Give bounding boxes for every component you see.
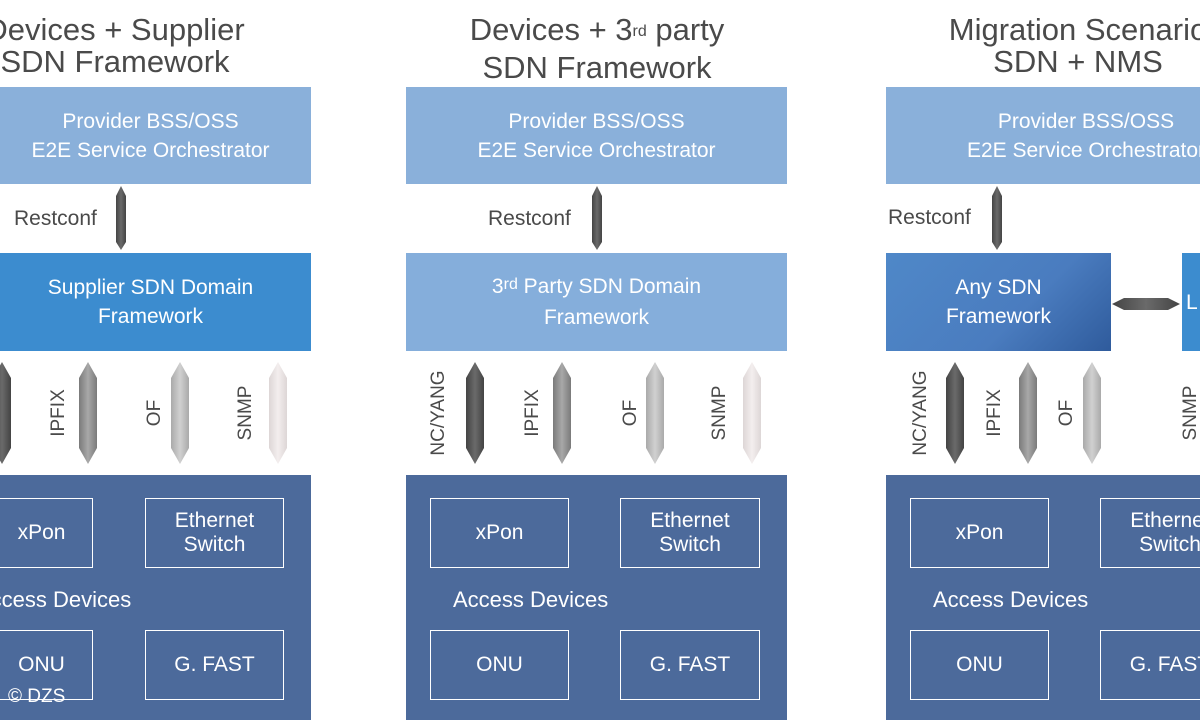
p2-arrow-ipfix	[553, 362, 571, 464]
p2-bss-line2: E2E Service Orchestrator	[477, 138, 716, 162]
p3-sdn-box: Any SDN Framework	[886, 253, 1111, 351]
p3-title-line1: Migration Scenario	[948, 12, 1200, 47]
p1-arrow-ipfix	[79, 362, 97, 464]
p1-proto-ipfix: IPFIX	[48, 389, 69, 437]
p3-device-onu: ONU	[910, 630, 1049, 700]
p2-proto-ipfix: IPFIX	[522, 389, 543, 437]
p1-restconf-label: Restconf	[14, 207, 97, 230]
p3-proto-snmp: SNMP	[1180, 385, 1200, 441]
p1-device-ethernet-switch: Ethernet Switch	[145, 498, 284, 568]
p2-device-eth-line2: Switch	[659, 533, 721, 556]
p1-bss-box: Provider BSS/OSS E2E Service Orchestrato…	[0, 87, 311, 184]
copyright-label: © DZS	[8, 686, 66, 707]
p2-device-xpon-label: xPon	[475, 521, 524, 544]
p1-title-line2: SDN Framework	[0, 44, 230, 79]
p1-device-onu: ONU	[0, 630, 93, 700]
p1-proto-of: OF	[144, 399, 165, 427]
p1-access-devices-panel: xPon Ethernet Switch Access Devices ONU …	[0, 475, 311, 720]
p2-device-eth-line1: Ethernet	[650, 509, 730, 532]
p3-access-devices-panel: xPon Ethernet Switch Access Devices ONU …	[886, 475, 1200, 720]
p2-sdn-pre: 3	[491, 275, 504, 298]
p3-title: Migration Scenario SDN + NMS	[868, 14, 1200, 78]
p3-arrow-of	[1083, 362, 1101, 464]
p2-bss-line1: Provider BSS/OSS	[508, 109, 685, 133]
p3-device-eth-line1: Ethernet	[1130, 509, 1200, 532]
p2-device-onu-label: ONU	[476, 653, 523, 676]
p3-device-eth-line2: Switch	[1139, 533, 1200, 556]
p2-access-devices-panel: xPon Ethernet Switch Access Devices ONU …	[406, 475, 787, 720]
p3-bss-line1: Provider BSS/OSS	[997, 109, 1175, 133]
p2-device-gfast-label: G. FAST	[649, 653, 731, 676]
p2-arrow-of	[646, 362, 664, 464]
p3-device-gfast-label: G. FAST	[1129, 653, 1200, 676]
p3-arrow-ipfix	[1019, 362, 1037, 464]
p1-device-xpon: xPon	[0, 498, 93, 568]
restconf-arrow-3	[992, 186, 1002, 250]
p1-device-eth-line2: Switch	[183, 533, 246, 556]
p1-arrow-snmp	[269, 362, 287, 464]
p2-proto-of: OF	[620, 399, 641, 427]
p1-sdn-box: Supplier SDN Domain Framework	[0, 253, 311, 351]
p3-proto-ncyang: NC/YANG	[910, 370, 931, 456]
p3-restconf-label: Restconf	[888, 206, 971, 229]
p1-device-gfast: G. FAST	[145, 630, 284, 700]
p3-sdn-line2: Framework	[945, 305, 1051, 328]
p2-arrow-snmp	[743, 362, 761, 464]
p2-device-onu: ONU	[430, 630, 569, 700]
p1-arrow-ncyang	[0, 362, 11, 464]
p1-device-eth-line1: Ethernet	[174, 509, 255, 532]
p3-title-line2: SDN + NMS	[993, 44, 1163, 79]
p2-sdn-line1: 3rd Party SDN Domain	[492, 272, 701, 303]
p1-proto-snmp: SNMP	[235, 385, 256, 441]
p3-proto-of: OF	[1056, 399, 1077, 427]
p3-device-onu-label: ONU	[956, 653, 1003, 676]
p3-nms-label: L	[1186, 290, 1198, 314]
p3-sdn-line1: Any SDN	[955, 276, 1042, 299]
p1-device-xpon-label: xPon	[17, 521, 66, 544]
p3-access-label: Access Devices	[933, 587, 1089, 612]
p1-bss-line1: Provider BSS/OSS	[62, 109, 239, 133]
p2-sdn-box: 3rd Party SDN Domain Framework	[406, 253, 787, 351]
p1-title-line1: Devices + Supplier	[0, 12, 245, 47]
p2-title-line1: Devices + 3rd party	[387, 14, 807, 52]
p1-sdn-line2: Framework	[97, 305, 203, 328]
p2-access-label: Access Devices	[453, 587, 609, 612]
p1-title: Devices + Supplier SDN Framework	[0, 14, 325, 78]
p3-horizontal-arrow	[1112, 298, 1180, 310]
restconf-arrow-1	[116, 186, 126, 250]
p2-sdn-post: Party SDN Domain	[517, 275, 702, 298]
p3-device-ethernet-switch: Ethernet Switch	[1100, 498, 1200, 568]
p2-sdn-sup: rd	[503, 276, 518, 293]
p1-arrow-of	[171, 362, 189, 464]
p1-sdn-line1: Supplier SDN Domain	[47, 276, 254, 299]
p2-sdn-line2: Framework	[543, 306, 649, 329]
restconf-arrow-2	[592, 186, 602, 250]
p2-proto-ncyang: NC/YANG	[428, 370, 449, 456]
p2-proto-snmp: SNMP	[709, 385, 730, 441]
p3-nms-box: L	[1182, 253, 1200, 351]
p1-device-gfast-label: G. FAST	[174, 653, 255, 676]
p1-access-label: Access Devices	[0, 587, 132, 612]
p3-proto-ipfix: IPFIX	[984, 389, 1005, 437]
p3-device-xpon-label: xPon	[955, 521, 1004, 544]
p2-device-xpon: xPon	[430, 498, 569, 568]
p2-device-ethernet-switch: Ethernet Switch	[620, 498, 760, 568]
p2-arrow-ncyang	[466, 362, 484, 464]
p1-bss-line2: E2E Service Orchestrator	[31, 138, 270, 162]
p2-title-line2: SDN Framework	[482, 50, 712, 85]
p2-title: Devices + 3rd party SDN Framework	[387, 14, 807, 84]
p3-device-xpon: xPon	[910, 498, 1049, 568]
p3-arrow-ncyang	[946, 362, 964, 464]
p2-title-post: party	[646, 12, 725, 47]
p2-title-pre: Devices + 3	[469, 12, 633, 47]
p2-title-sup: rd	[632, 23, 647, 40]
p3-bss-box: Provider BSS/OSS E2E Service Orchestrato…	[886, 87, 1200, 184]
p3-device-gfast: G. FAST	[1100, 630, 1200, 700]
p2-bss-box: Provider BSS/OSS E2E Service Orchestrato…	[406, 87, 787, 184]
p3-bss-line2: E2E Service Orchestrator	[966, 138, 1200, 162]
p2-device-gfast: G. FAST	[620, 630, 760, 700]
p2-restconf-label: Restconf	[488, 207, 571, 230]
p1-device-onu-label: ONU	[18, 653, 65, 676]
